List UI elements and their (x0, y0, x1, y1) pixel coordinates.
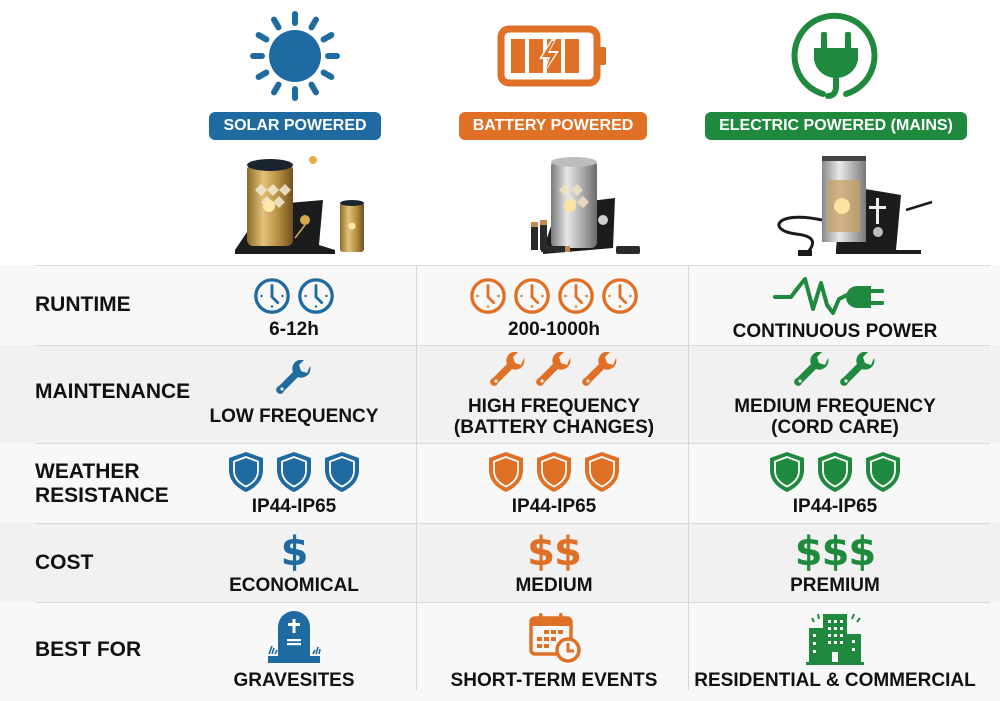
clock-icons (253, 277, 335, 315)
cost-solar-value: ECONOMICAL (229, 574, 359, 596)
shield-icons (487, 450, 621, 494)
clock-icon (470, 277, 506, 314)
wrench-icon (794, 352, 829, 386)
shield-icon (277, 451, 311, 492)
wrench-icon (536, 352, 571, 386)
bestfor-battery-cell: SHORT-TERM EVENTS (418, 608, 690, 692)
wrench-icon (490, 352, 525, 386)
solar-powered-label: SOLAR POWERED (209, 112, 381, 140)
maintenance-electric-note: (CORD CARE) (771, 417, 899, 438)
shield-icons (227, 450, 361, 494)
solar-lantern-image (175, 148, 415, 260)
wrench-icon (840, 352, 875, 386)
shield-icons (768, 450, 902, 494)
shield-icon (866, 451, 900, 492)
weather-battery-cell: IP44-IP65 (418, 447, 690, 519)
electric-powered-label: ELECTRIC POWERED (MAINS) (705, 112, 967, 140)
row-label: MAINTENANCE (35, 380, 191, 403)
weather-electric-cell: IP44-IP65 (690, 447, 980, 519)
bestfor-solar-value: GRAVESITES (233, 669, 355, 691)
buildings-icon (804, 610, 866, 666)
comparison-header: SOLAR POWERED (0, 0, 1000, 265)
shield-icon (489, 451, 523, 492)
row-cost: COST $ ECONOMICAL $$ MEDIUM $$$ PREMIUM (0, 523, 1000, 602)
runtime-battery-cell: 200-1000h (418, 273, 690, 343)
clock-icon (298, 277, 334, 314)
battery-lantern-image (433, 148, 673, 260)
power-wave-plug-icon (773, 275, 897, 317)
maintenance-solar-value: LOW FREQUENCY (209, 405, 379, 427)
shield-icon (770, 451, 804, 492)
cost-solar-cell: $ ECONOMICAL (170, 527, 418, 599)
row-best-for: BEST FOR GRAVESITES (0, 602, 1000, 701)
shield-icon (585, 451, 619, 492)
row-weather-resistance: WEATHER RESISTANCE IP44-IP65 IP44-IP65 I… (0, 443, 1000, 523)
clock-icon (254, 277, 290, 314)
row-maintenance: MAINTENANCE LOW FREQUENCY HIGH FREQUENCY… (0, 345, 1000, 443)
column-divider (688, 265, 689, 690)
weather-solar-cell: IP44-IP65 (170, 447, 418, 519)
row-label: COST (35, 551, 94, 574)
runtime-solar-value: 6-12h (269, 318, 319, 340)
sun-icon (247, 0, 343, 112)
battery-powered-label: BATTERY POWERED (458, 112, 648, 140)
maintenance-solar-cell: LOW FREQUENCY (170, 353, 418, 433)
electric-lantern-image (716, 148, 956, 260)
wrench-icons (792, 352, 878, 392)
bestfor-battery-value: SHORT-TERM EVENTS (450, 669, 658, 691)
cost-electric-value: PREMIUM (790, 574, 880, 596)
bestfor-solar-cell: GRAVESITES (170, 608, 418, 692)
maintenance-battery-cell: HIGH FREQUENCY (BATTERY CHANGES) (418, 352, 690, 438)
wrench-icons (274, 359, 314, 400)
clock-icons (469, 277, 639, 315)
wrench-icon (582, 352, 617, 386)
battery-icon (497, 0, 609, 112)
column-divider (416, 265, 417, 690)
shield-icon (325, 451, 359, 492)
row-runtime: RUNTIME 6-12h 200-1000h CONTINUOUS POWER (0, 265, 1000, 345)
maintenance-battery-value: HIGH FREQUENCY (467, 396, 641, 417)
runtime-solar-cell: 6-12h (170, 273, 418, 343)
column-header-battery: BATTERY POWERED (423, 0, 683, 265)
row-label: RUNTIME (35, 293, 131, 316)
wrench-icon (276, 359, 311, 394)
shield-icon (818, 451, 852, 492)
row-label: WEATHER RESISTANCE (35, 460, 169, 508)
clock-icon (558, 277, 594, 314)
row-label-line1: WEATHER (35, 460, 140, 483)
cost-battery-cell: $$ MEDIUM (418, 527, 690, 599)
weather-electric-value: IP44-IP65 (792, 495, 878, 517)
clock-icon (602, 277, 638, 314)
cost-battery-value: MEDIUM (515, 574, 593, 596)
clock-icon (514, 277, 550, 314)
weather-solar-value: IP44-IP65 (251, 495, 337, 517)
dollar-icon: $ (280, 528, 309, 575)
weather-battery-value: IP44-IP65 (511, 495, 597, 517)
column-header-solar: SOLAR POWERED (165, 0, 425, 265)
wrench-icons (488, 352, 620, 392)
plug-icon (790, 0, 882, 112)
maintenance-electric-cell: MEDIUM FREQUENCY (CORD CARE) (690, 352, 980, 438)
calendar-clock-icon (527, 610, 581, 664)
dollar-icon: $$ (527, 528, 582, 575)
column-header-electric: ELECTRIC POWERED (MAINS) (705, 0, 967, 265)
row-label: BEST FOR (35, 638, 142, 661)
runtime-battery-value: 200-1000h (508, 318, 600, 340)
bestfor-electric-value: RESIDENTIAL & COMMERCIAL (694, 669, 976, 691)
maintenance-electric-value: MEDIUM FREQUENCY (734, 396, 936, 417)
cost-electric-cell: $$$ PREMIUM (690, 527, 980, 599)
runtime-electric-value: CONTINUOUS POWER (732, 320, 938, 342)
row-label-line2: RESISTANCE (35, 484, 169, 507)
maintenance-battery-note: (BATTERY CHANGES) (453, 417, 655, 438)
dollar-icon: $$$ (794, 528, 876, 575)
shield-icon (229, 451, 263, 492)
shield-icon (537, 451, 571, 492)
bestfor-electric-cell: RESIDENTIAL & COMMERCIAL (690, 608, 980, 692)
gravestone-icon (267, 610, 321, 664)
runtime-electric-cell: CONTINUOUS POWER (690, 273, 980, 343)
